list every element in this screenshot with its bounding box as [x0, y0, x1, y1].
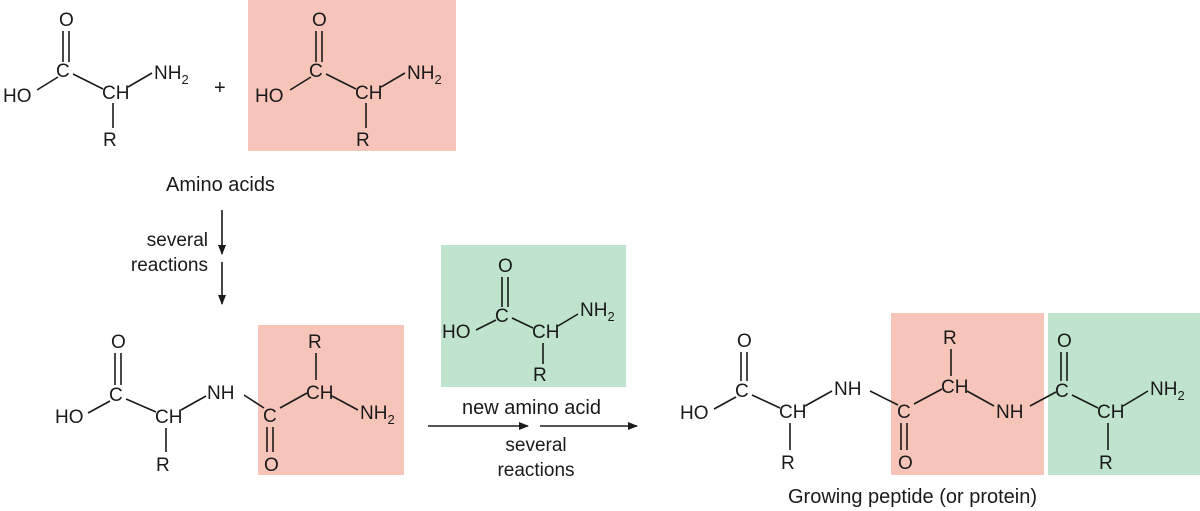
bond: [279, 392, 308, 409]
atom-c: C: [309, 61, 323, 82]
atom-r: R: [943, 328, 957, 349]
new-amino-acid-label: new amino acid: [462, 397, 601, 419]
tripeptide-salmon-box: [891, 313, 1044, 475]
atom-c: C: [897, 402, 911, 423]
growing-peptide-label: Growing peptide (or protein): [788, 486, 1037, 508]
atom-ho: HO: [442, 322, 471, 343]
atom-nh: NH: [207, 383, 234, 404]
atom-ho: HO: [55, 407, 84, 428]
bond: [289, 76, 312, 91]
amino-acid-1: O C HO CH NH2 R: [3, 10, 189, 151]
bond: [380, 72, 406, 88]
bond: [125, 398, 157, 413]
atom-r: R: [356, 130, 370, 151]
atom-r: R: [156, 455, 170, 476]
bond: [36, 76, 59, 91]
bond: [511, 317, 534, 329]
atom-c: C: [495, 306, 509, 327]
new-amino-acid: O C HO CH NH2 R: [442, 256, 615, 386]
bond: [331, 395, 359, 411]
several-reactions-label-2-line2: reactions: [497, 460, 574, 481]
bond: [869, 390, 899, 406]
atom-ch: CH: [941, 377, 968, 398]
atom-nh2: NH2: [154, 63, 189, 87]
bond: [751, 394, 781, 409]
atom-nh2: NH2: [1150, 379, 1185, 403]
bond: [72, 73, 104, 90]
atom-o: O: [312, 10, 327, 31]
dipeptide: O C HO CH R NH C O R CH NH2: [55, 332, 395, 476]
bond: [1122, 390, 1149, 407]
atom-ho: HO: [255, 86, 284, 107]
bond: [913, 388, 943, 405]
atom-ch: CH: [306, 383, 333, 404]
several-reactions-label-2: several: [505, 435, 566, 456]
atom-ch: CH: [1097, 402, 1124, 423]
amino-acid-2: O C HO CH NH2 R: [255, 10, 442, 151]
bond: [243, 394, 265, 409]
atom-nh: NH: [996, 402, 1023, 423]
atom-c: C: [1055, 381, 1069, 402]
atom-o: O: [898, 453, 913, 474]
several-reactions-label-1: several: [147, 230, 208, 251]
atom-o: O: [264, 455, 279, 476]
atom-ch: CH: [355, 83, 382, 104]
bond: [180, 395, 207, 411]
amino-acids-label: Amino acids: [166, 174, 275, 196]
atom-ch: CH: [532, 322, 559, 343]
atom-c: C: [263, 406, 277, 427]
bond: [325, 73, 357, 90]
bond: [966, 390, 995, 407]
atom-c: C: [56, 61, 70, 82]
dipeptide-highlight-box: [258, 325, 404, 475]
bond: [127, 72, 153, 88]
bond: [1029, 391, 1057, 407]
bond: [804, 390, 833, 407]
atom-o: O: [498, 256, 513, 277]
atom-r: R: [533, 365, 547, 386]
atom-r: R: [103, 130, 117, 151]
atom-c: C: [109, 385, 123, 406]
atom-nh2: NH2: [407, 63, 442, 87]
bond: [713, 396, 737, 410]
tripeptide-green-box: [1048, 313, 1200, 475]
new-amino-acid-box: [441, 245, 626, 387]
atom-ch: CH: [155, 407, 182, 428]
atom-nh: NH: [834, 379, 861, 400]
atom-o: O: [1057, 331, 1072, 352]
second-amino-acid-box: [248, 0, 456, 151]
atom-o: O: [111, 332, 126, 353]
atom-o: O: [737, 331, 752, 352]
several-reactions-label-1-line2: reactions: [131, 255, 208, 276]
atom-o: O: [59, 10, 74, 31]
atom-r: R: [781, 453, 795, 474]
atom-nh2: NH2: [580, 300, 615, 324]
plus-sign: +: [214, 77, 226, 99]
bond: [87, 400, 111, 414]
bond: [557, 313, 579, 327]
bond: [475, 319, 497, 331]
atom-nh2: NH2: [360, 403, 395, 427]
atom-r: R: [1099, 453, 1113, 474]
atom-ch: CH: [779, 402, 806, 423]
growing-peptide: O C HO CH R NH C O R CH NH O C CH R NH2: [680, 328, 1185, 474]
atom-ho: HO: [680, 403, 709, 424]
atom-ch: CH: [102, 83, 129, 104]
atom-c: C: [735, 381, 749, 402]
atom-r: R: [308, 332, 322, 353]
atom-ho: HO: [3, 86, 32, 107]
bond: [1071, 394, 1099, 409]
